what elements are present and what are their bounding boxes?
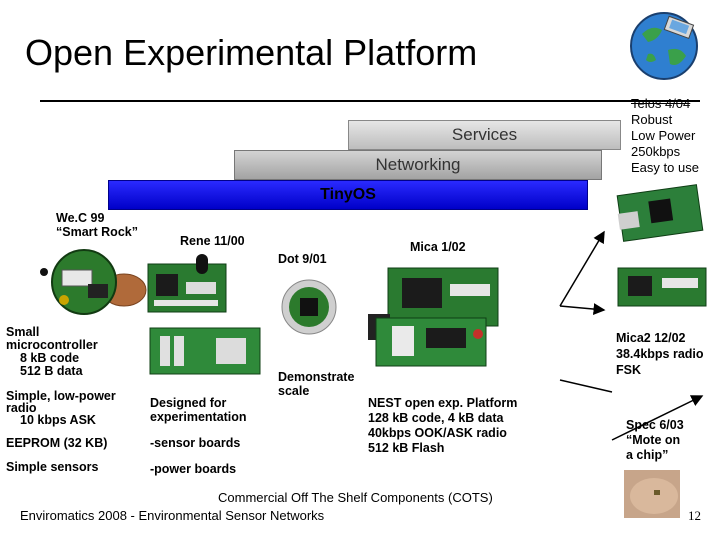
page-number: 12 [688, 508, 701, 523]
sensors-label: Simple sensors [6, 460, 99, 474]
mica2-radio: 38.4kbps radio [616, 347, 704, 361]
rene-feature-0: Designed for [150, 396, 227, 410]
wec-feature-0: Small [6, 325, 40, 339]
telos-mote-image [616, 182, 706, 244]
wec-nickname: “Smart Rock” [56, 225, 138, 239]
dot-features: Demonstrate scale [278, 370, 354, 398]
dot-feature-0: Demonstrate [278, 370, 355, 384]
telos-label: Telos 4/04 Robust Low Power 250kbps Easy… [631, 96, 699, 176]
rene-mote-image [146, 252, 230, 314]
telos-feature-ease: Easy to use [631, 160, 699, 175]
mica-feature-0: NEST open exp. Platform [368, 396, 518, 410]
mica-label: Mica 1/02 [410, 240, 466, 254]
rene-sensor-board-image [146, 322, 264, 378]
tinyos-layer: TinyOS [108, 180, 588, 210]
eeprom-label: EEPROM (32 KB) [6, 436, 108, 450]
mica2-mote-image [616, 264, 708, 310]
rene-feature-1: experimentation [150, 410, 247, 424]
networking-layer: Networking [234, 150, 602, 180]
mica-mote-image [366, 262, 502, 370]
wec-mote-image [28, 244, 147, 318]
radio-feature-1: radio [6, 401, 37, 415]
spec-tagline-2: a chip” [626, 448, 669, 462]
rene-features: Designed for experimentation [150, 396, 247, 424]
spec-label: Spec 6/03 “Mote on a chip” [626, 418, 684, 463]
dot-feature-1: scale [278, 384, 310, 398]
cots-caption: Commercial Off The Shelf Components (COT… [218, 490, 493, 505]
wec-feature-3: 512 B data [20, 364, 83, 378]
mica2-label: Mica2 12/02 38.4kbps radio FSK [616, 330, 704, 378]
telos-name: Telos 4/04 [631, 96, 691, 111]
mica2-name: Mica2 12/02 [616, 331, 686, 345]
power-boards-label: -power boards [150, 462, 237, 476]
radio-features: Simple, low-power radio 10 kbps ASK [6, 389, 116, 427]
telos-feature-robust: Robust [631, 112, 673, 127]
wec-features: Small microcontroller 8 kB code 512 B da… [6, 326, 98, 378]
services-layer: Services [348, 120, 621, 150]
spec-name: Spec 6/03 [626, 418, 684, 432]
mica-feature-1: 128 kB code, 4 kB data [368, 411, 504, 425]
slide-title: Open Experimental Platform [25, 32, 478, 73]
sensor-boards-label: -sensor boards [150, 436, 241, 450]
wec-label: We.C 99 “Smart Rock” [56, 211, 138, 239]
wec-feature-1: microcontroller [6, 338, 98, 352]
spec-mote-image [624, 470, 680, 518]
rene-label: Rene 11/00 [180, 234, 245, 248]
mica-feature-3: 512 kB Flash [368, 441, 445, 455]
mica-feature-2: 40kbps OOK/ASK radio [368, 426, 507, 440]
footer-credit: Enviromatics 2008 - Environmental Sensor… [20, 508, 325, 523]
wec-name: We.C 99 [56, 211, 105, 225]
title-rule [40, 100, 700, 102]
dot-label: Dot 9/01 [278, 252, 327, 266]
globe-icon [628, 10, 700, 82]
wec-feature-2: 8 kB code [20, 351, 80, 365]
telos-feature-power: Low Power [631, 128, 696, 143]
dot-mote-image [280, 278, 338, 336]
mica2-modulation: FSK [616, 363, 641, 377]
spec-tagline-1: “Mote on [626, 433, 681, 447]
telos-feature-rate: 250kbps [631, 144, 681, 159]
radio-feature-2: 10 kbps ASK [20, 413, 96, 427]
mica-features: NEST open exp. Platform 128 kB code, 4 k… [368, 396, 517, 456]
radio-feature-0: Simple, low-power [6, 389, 116, 403]
